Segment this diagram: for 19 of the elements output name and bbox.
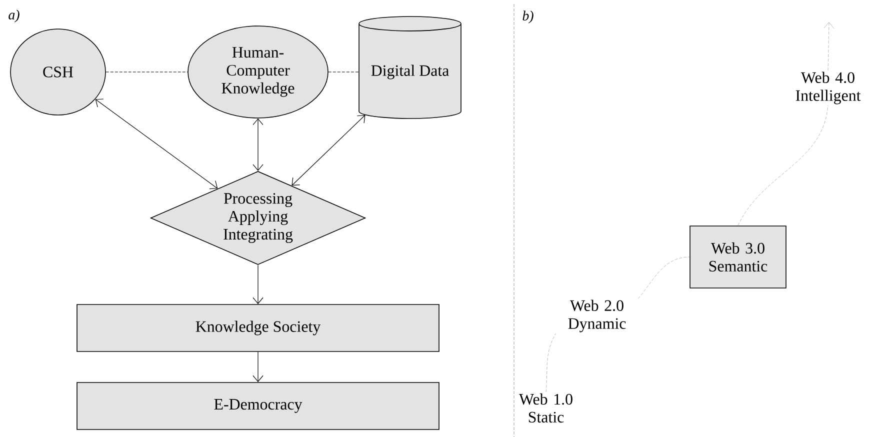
process-box: Knowledge Society <box>76 304 440 352</box>
arrow <box>252 264 264 304</box>
arrow <box>824 22 834 71</box>
stage-box: Web 3.0 Semantic <box>690 226 786 288</box>
connector-line <box>738 105 828 226</box>
cylinder-node: Digital Data <box>358 16 462 119</box>
arrow <box>95 98 218 190</box>
stage-label: Web 2.0 Dynamic <box>568 300 626 332</box>
connector-line <box>546 333 556 392</box>
arrow <box>252 352 264 382</box>
stage-label: Web 4.0 Intelligent <box>796 72 861 104</box>
panel-label: b) <box>522 10 534 24</box>
ellipse-node: CSH <box>10 28 106 116</box>
stage-label: Web 1.0 Static <box>519 393 572 423</box>
arrow <box>292 114 366 186</box>
connector-line <box>638 256 690 299</box>
arrow <box>252 118 264 171</box>
ellipse-node: Human-Computer Knowledge <box>188 26 328 118</box>
process-box: E-Democracy <box>76 382 440 430</box>
